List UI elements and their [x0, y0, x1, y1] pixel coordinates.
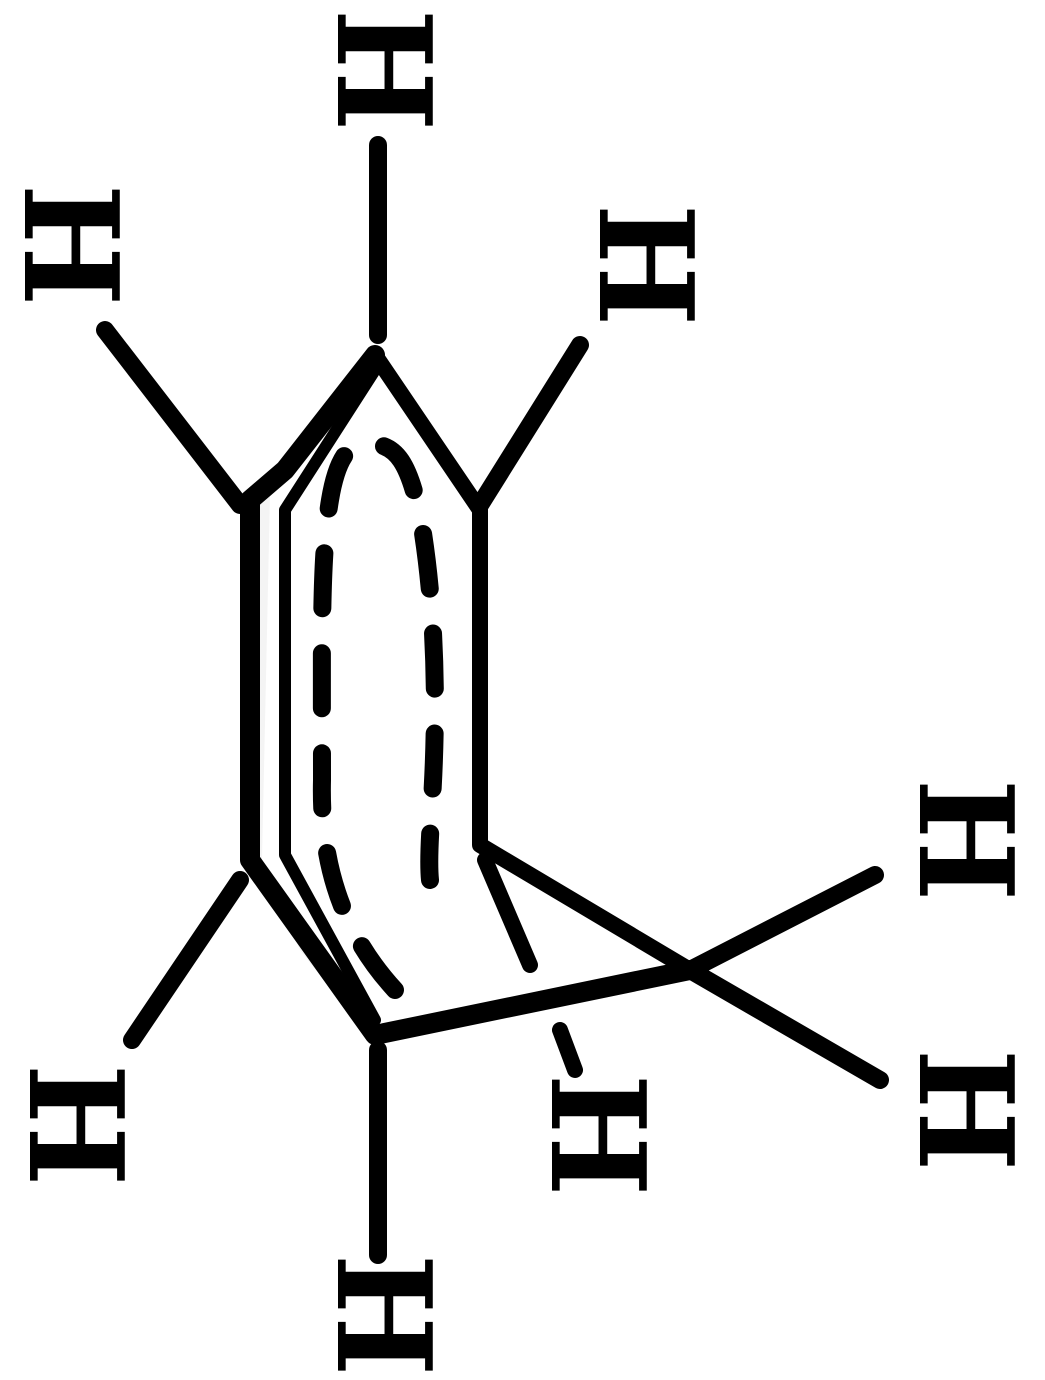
atom-h-top: H: [307, 9, 460, 132]
bond-lower-left-h: [123, 871, 249, 1049]
atom-h-upper-left: H: [0, 184, 147, 307]
atom-h-methylene-right-lower: H: [889, 1049, 1042, 1172]
bond-methylene-hidden: [477, 852, 538, 973]
atom-h-upper-right: H: [569, 204, 722, 327]
aromatic-dashed-arc: [312, 434, 444, 999]
ring-front-bonds: [240, 345, 700, 1045]
atom-h-bottom: H: [307, 1254, 460, 1377]
bond-methylene-right-upper: [681, 866, 884, 979]
bond-upper-right-h: [471, 336, 589, 514]
ring-front-inner-edge: [279, 364, 381, 1026]
atom-h-methylene-lower: H: [521, 1074, 674, 1197]
ring-back-bonds: [367, 347, 698, 978]
bond-upper-left-h: [96, 321, 249, 514]
atom-h-methylene-right-upper: H: [889, 779, 1042, 902]
bond-methylene-hidden-tick: [552, 1022, 583, 1078]
atom-h-lower-left: H: [0, 1064, 152, 1187]
bond-methylene-right-lower: [681, 961, 889, 1089]
